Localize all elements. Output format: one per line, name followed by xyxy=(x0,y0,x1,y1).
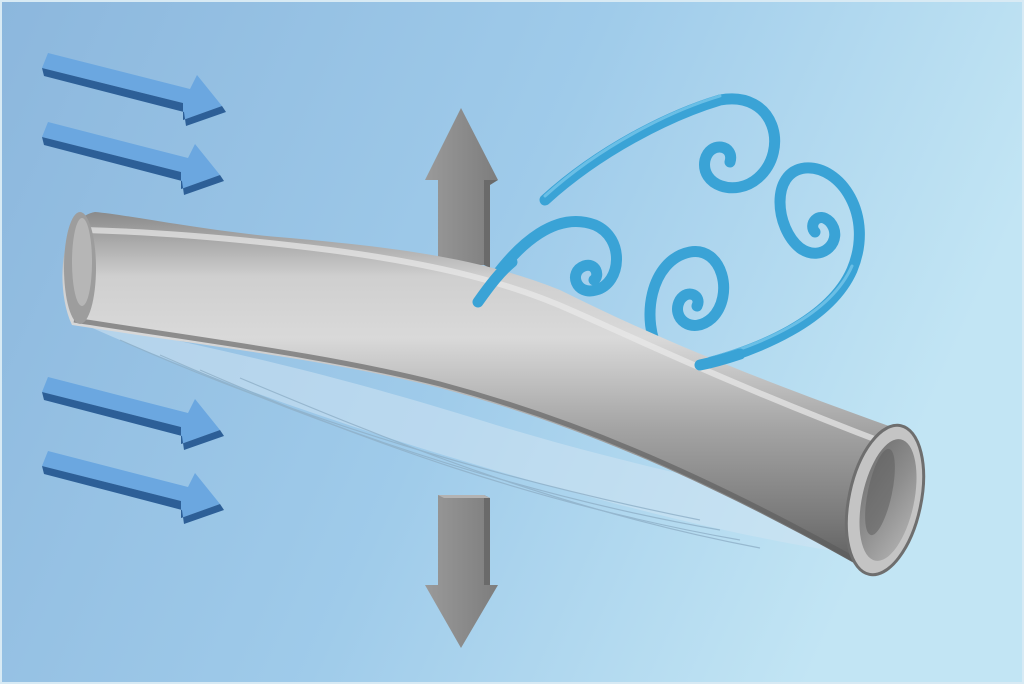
vortex-induced-vibration-diagram xyxy=(0,0,1024,684)
diagram-canvas xyxy=(0,0,1024,684)
